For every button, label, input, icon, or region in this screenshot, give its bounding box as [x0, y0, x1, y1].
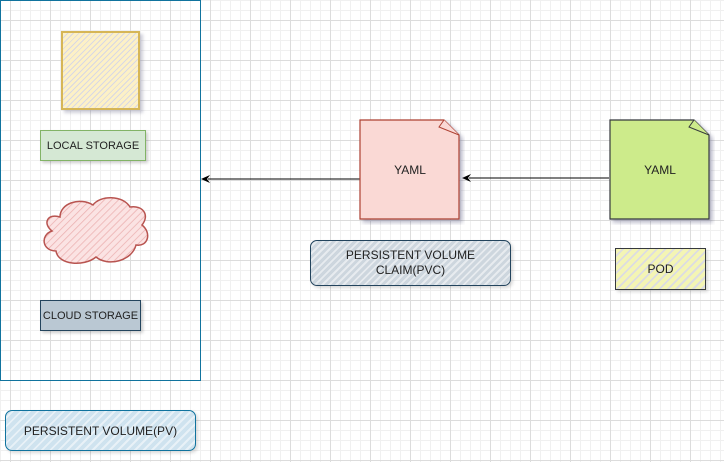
- local-storage-text: LOCAL STORAGE: [46, 139, 140, 152]
- pod-yaml-text: YAML: [644, 163, 676, 177]
- cloud-icon[interactable]: [38, 195, 153, 270]
- pod-yaml-label: YAML: [610, 150, 710, 190]
- persistent-volume-label[interactable]: PERSISTENT VOLUME(PV): [5, 410, 196, 451]
- pvc-note-shape: [359, 119, 460, 220]
- cloud-shape: [43, 197, 149, 264]
- pv-container[interactable]: [0, 0, 201, 381]
- pod-label[interactable]: POD: [615, 248, 706, 290]
- local-storage-icon[interactable]: [61, 31, 140, 110]
- cloud-storage-text: CLOUD STORAGE: [42, 309, 139, 322]
- arrowhead-pvc: [462, 174, 471, 182]
- pvc-note-fold-icon: [438, 119, 460, 136]
- pvc-yaml-label: YAML: [360, 150, 460, 190]
- pod-yaml-note[interactable]: [609, 119, 715, 225]
- local-storage-label[interactable]: LOCAL STORAGE: [40, 130, 146, 161]
- pvc-yaml-note[interactable]: [359, 119, 465, 225]
- arrowhead-pv: [201, 175, 210, 183]
- persistent-volume-text: PERSISTENT VOLUME(PV): [23, 423, 178, 438]
- pvc-yaml-text: YAML: [394, 163, 426, 177]
- pvc-text: PERSISTENT VOLUME CLAIM(PVC): [345, 248, 476, 277]
- cloud-storage-label[interactable]: CLOUD STORAGE: [40, 300, 141, 331]
- pod-note-fold-icon: [688, 119, 710, 136]
- pod-note-shape: [609, 119, 710, 220]
- pvc-label[interactable]: PERSISTENT VOLUME CLAIM(PVC): [310, 240, 511, 286]
- pod-text: POD: [647, 262, 674, 276]
